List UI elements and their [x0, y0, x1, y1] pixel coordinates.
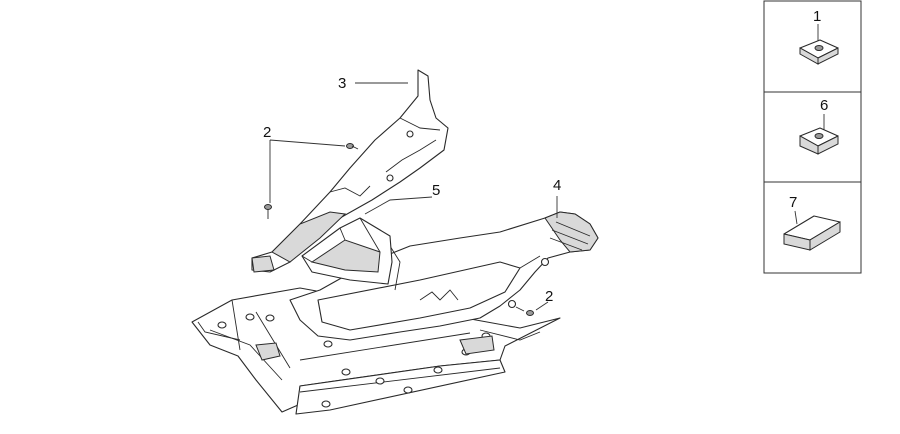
leader-lines [269, 82, 558, 311]
part-6-clip-nut: 6 [799, 97, 839, 155]
callout-3: 3 [338, 75, 346, 92]
part-7-pad: 7 [783, 194, 841, 251]
callout-4: 4 [553, 177, 561, 194]
callout-2-top: 2 [263, 124, 271, 141]
screw-left [264, 204, 272, 219]
part-1-clip-nut: 1 [799, 8, 839, 65]
part-3-upper-panel [251, 69, 449, 273]
callout-2-bottom: 2 [545, 288, 553, 305]
callout-5: 5 [432, 182, 440, 199]
screw-right [515, 306, 534, 316]
screw-top [346, 143, 359, 150]
callout-1: 1 [813, 8, 821, 25]
callout-7: 7 [789, 194, 797, 211]
part-4-centre-cover [289, 211, 599, 341]
callout-6: 6 [820, 97, 828, 114]
part-5-duct [301, 217, 393, 285]
parts-panel: 1 6 7 [763, 0, 862, 274]
